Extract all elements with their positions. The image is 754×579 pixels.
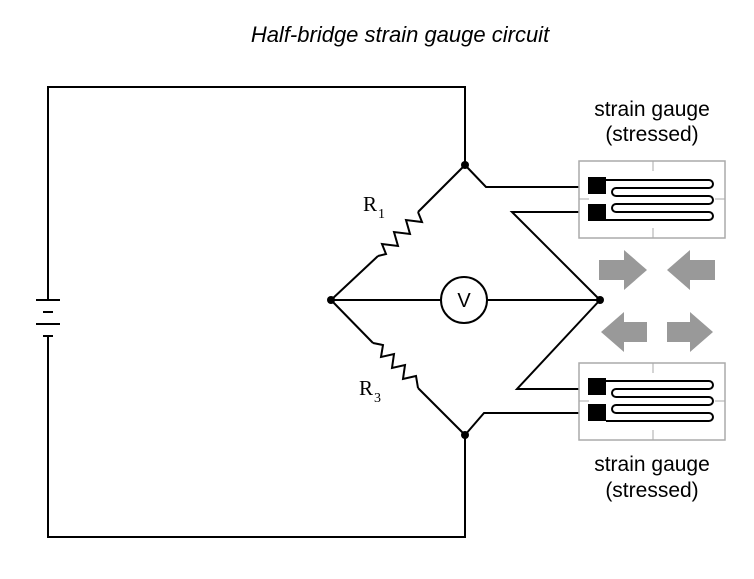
r3-label: R	[359, 376, 373, 400]
gauge-wires	[464, 164, 601, 436]
gauge-bottom-label-line2: (stressed)	[605, 479, 698, 502]
gauge-top-label-line1: strain gauge	[594, 98, 710, 121]
r3-subscript: 3	[374, 391, 381, 406]
r1-subscript: 1	[378, 207, 385, 222]
voltmeter	[331, 276, 600, 324]
resistor-r1	[330, 164, 466, 301]
strain-gauge-top	[578, 160, 726, 239]
r1-label: R	[363, 192, 377, 216]
arrow-left-icon	[601, 312, 647, 352]
battery-symbol	[36, 299, 60, 337]
compression-arrows	[599, 250, 715, 290]
tension-arrows	[601, 312, 713, 352]
diagram-title: Half-bridge strain gauge circuit	[251, 22, 550, 47]
arrow-left-icon	[667, 250, 715, 290]
voltmeter-symbol: V	[457, 290, 471, 312]
arrow-right-icon	[599, 250, 647, 290]
supply-wires	[47, 86, 466, 538]
gauge-top-label-line2: (stressed)	[605, 123, 698, 146]
arrow-right-icon	[667, 312, 713, 352]
resistor-r3	[330, 299, 466, 436]
gauge-bottom-label-line1: strain gauge	[594, 453, 710, 476]
junction-nodes	[327, 161, 604, 439]
strain-gauge-bottom	[578, 362, 726, 441]
